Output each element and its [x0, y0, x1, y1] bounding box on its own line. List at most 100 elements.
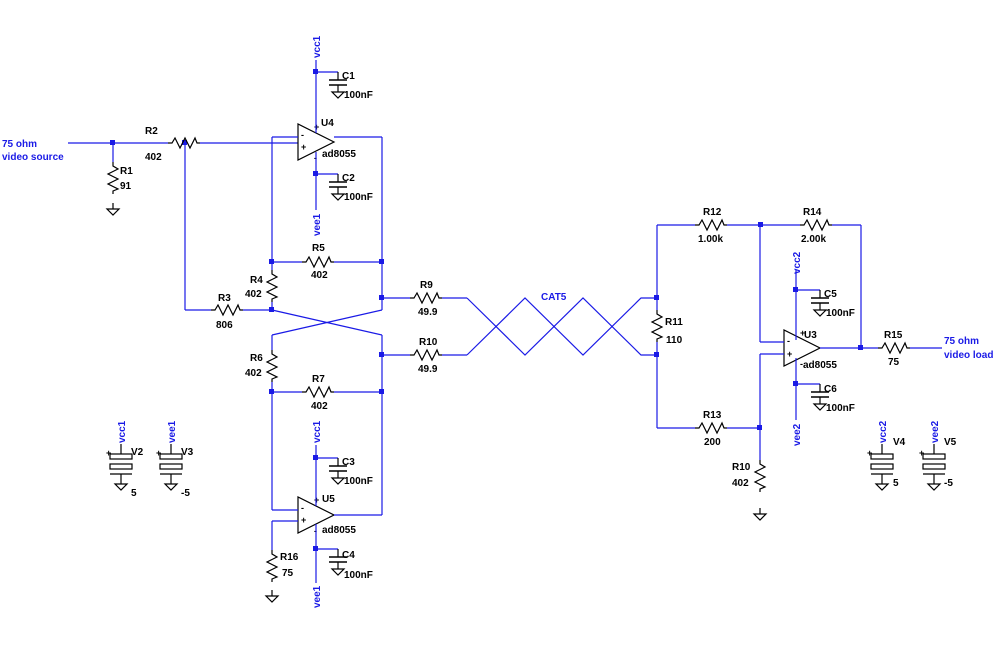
v2-value: 5: [131, 488, 137, 499]
u4-part: ad8055: [322, 149, 356, 160]
v5-plus: +: [919, 448, 924, 458]
v5-name: V5: [944, 437, 957, 448]
r4-name: R4: [250, 275, 263, 286]
load-label-line2: video load: [944, 350, 993, 361]
source-v5: vee2 + V5 -5: [919, 420, 957, 491]
u4-vcc-label: vcc1: [312, 35, 323, 58]
v2-name: V2: [131, 447, 144, 458]
r15-value: 75: [888, 357, 900, 368]
c2-value: 100nF: [344, 192, 373, 203]
r2-name: R2: [145, 126, 158, 137]
r5-value: 402: [311, 270, 328, 281]
c3-name: C3: [342, 457, 355, 468]
r3-name: R3: [218, 293, 231, 304]
r6-name: R6: [250, 353, 263, 364]
c1-value: 100nF: [344, 90, 373, 101]
c5-value: 100nF: [826, 308, 855, 319]
v4-plus: +: [867, 448, 872, 458]
input-section: 75 ohm video source R1 91 R2 402: [2, 126, 298, 216]
r13-value: 200: [704, 437, 721, 448]
v5-net: vee2: [930, 420, 941, 443]
opamp-u4: - + + - U4 ad8055: [297, 118, 356, 163]
r10-series-value: 49.9: [418, 364, 438, 375]
source-v4: vcc2 + V4 5: [867, 420, 906, 491]
u5-part: ad8055: [322, 525, 356, 536]
r13-name: R13: [703, 410, 722, 421]
source-v3: vee1 + V3 -5: [156, 420, 194, 499]
u3-vminus: -: [800, 359, 803, 369]
resistor-r6-symbol: [266, 349, 278, 383]
resistor-r3-symbol: [210, 304, 244, 316]
u5-vplus: +: [314, 495, 319, 505]
r15-name: R15: [884, 330, 903, 341]
v3-value: -5: [181, 488, 190, 499]
v5-value: -5: [944, 478, 953, 489]
resistor-r4-symbol: [266, 269, 278, 303]
u3-name: U3: [804, 330, 817, 341]
load-label-line1: 75 ohm: [944, 336, 979, 347]
r5-name: R5: [312, 243, 325, 254]
c6-name: C6: [824, 384, 837, 395]
c5-name: C5: [824, 289, 837, 300]
resistor-r7-symbol: [301, 386, 335, 398]
resistor-r9-symbol: [409, 292, 443, 304]
v3-name: V3: [181, 447, 194, 458]
source-label-line1: 75 ohm: [2, 139, 37, 150]
u3-vplus: +: [800, 328, 805, 338]
r10-shunt-name: R10: [732, 462, 751, 473]
resistor-r10-shunt-symbol: [754, 459, 766, 493]
v2-plus: +: [106, 448, 111, 458]
resistor-r15-symbol: [877, 342, 911, 354]
resistor-r11-symbol: [651, 309, 663, 343]
r10-series-name: R10: [419, 337, 438, 348]
opamp-u3: - + + - U3 ad8055: [783, 328, 837, 371]
u3-plus: +: [787, 349, 792, 359]
r3-value: 806: [216, 320, 233, 331]
c1-name: C1: [342, 71, 355, 82]
cable-label: CAT5: [541, 292, 567, 303]
r1-value: 91: [120, 181, 132, 192]
u5-minus: -: [301, 503, 304, 513]
u3-part: ad8055: [803, 360, 837, 371]
resistor-r13-symbol: [694, 422, 728, 434]
u4-minus: -: [301, 130, 304, 140]
resistor-r5-symbol: [301, 256, 335, 268]
u5-vcc-label: vcc1: [312, 420, 323, 443]
c4-name: C4: [342, 550, 355, 561]
v4-net: vcc2: [878, 420, 889, 443]
r7-value: 402: [311, 401, 328, 412]
ground-icon: [265, 589, 279, 603]
c6-value: 100nF: [826, 403, 855, 414]
r14-name: R14: [803, 207, 822, 218]
resistor-r14-symbol: [799, 219, 833, 231]
r16-value: 75: [282, 568, 294, 579]
ground-icon: [106, 202, 120, 216]
r11-value: 110: [666, 335, 683, 346]
u3-minus: -: [787, 336, 790, 346]
r16-name: R16: [280, 552, 299, 563]
r9-value: 49.9: [418, 307, 438, 318]
r6-value: 402: [245, 368, 262, 379]
u5-plus: +: [301, 515, 306, 525]
source-v2: vcc1 + V2 5: [106, 420, 144, 499]
v3-plus: +: [156, 448, 161, 458]
r10-shunt-value: 402: [732, 478, 749, 489]
source-label-line2: video source: [2, 152, 64, 163]
u4-name: U4: [321, 118, 334, 129]
v2-net: vcc1: [117, 420, 128, 443]
r4-value: 402: [245, 289, 262, 300]
u4-vplus: +: [314, 122, 319, 132]
v4-value: 5: [893, 478, 899, 489]
r7-name: R7: [312, 374, 325, 385]
c2-name: C2: [342, 173, 355, 184]
u5-vee-label: vee1: [312, 585, 323, 608]
r12-value: 1.00k: [698, 234, 723, 245]
resistor-r16-symbol: [266, 549, 278, 583]
resistor-r12-symbol: [694, 219, 728, 231]
u4-plus: +: [301, 142, 306, 152]
resistor-r1-symbol: [107, 161, 119, 195]
u5-name: U5: [322, 494, 335, 505]
r14-value: 2.00k: [801, 234, 826, 245]
ground-icon: [753, 507, 767, 521]
